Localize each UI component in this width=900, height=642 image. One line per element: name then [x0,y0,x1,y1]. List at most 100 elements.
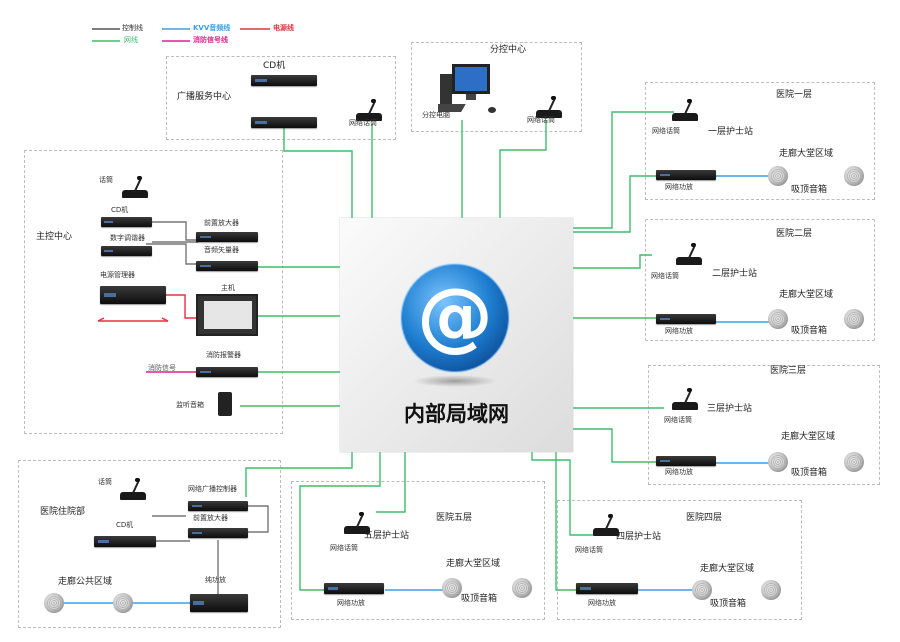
f1-amp-label: 网络功放 [665,183,693,191]
f2-corridor: 走廊大堂区域 [779,290,834,300]
svg-text:@: @ [417,271,493,360]
f2-amp-label: 网络功放 [665,327,693,335]
master-preamp-label: 前置放大器 [204,219,239,227]
broadcast-mic-icon [356,99,382,121]
master-host-device [196,294,258,336]
f5-mic-label: 网络话筒 [330,544,358,552]
f1-speaker-left-icon [768,166,788,186]
f3-amp-label: 网络功放 [665,468,693,476]
f2-speaker-label: 吸顶音箱 [791,326,828,336]
f3-mic-label: 网络话筒 [664,416,692,424]
inpatient-mic-label: 话筒 [98,478,112,486]
f5-zone [291,481,545,620]
master-mixer-label: 音频矢量器 [204,246,239,254]
f4-speaker-label: 吸顶音箱 [710,599,747,609]
f4-amp-label: 网络功放 [588,599,616,607]
f3-mic-icon [672,388,698,410]
inpatient-area-label: 走廊公共区域 [58,577,113,587]
f5-speaker-right-icon [512,578,532,598]
master-monitor-device [218,392,232,416]
f3-speaker-label: 吸顶音箱 [791,468,828,478]
master-power-mgr-device [100,286,166,304]
f3-station: 三层护士站 [707,404,753,414]
master-host-label: 主机 [221,284,235,292]
f2-mic-label: 网络话筒 [651,272,679,280]
master-title: 主控中心 [36,232,73,242]
inpatient-controller-label: 网络广播控制器 [188,485,237,493]
legend-net: 网线 [124,36,138,44]
inpatient-preamp-label: 前置放大器 [193,514,228,522]
f2-title: 医院二层 [776,229,813,239]
f3-title: 医院三层 [770,366,807,376]
f1-zone [645,82,875,200]
inpatient-zone [18,460,281,628]
f5-station: 五层护士站 [364,531,410,541]
master-cd-device [101,217,152,227]
f2-zone [645,219,875,341]
inpatient-cd-device [94,536,156,547]
master-cd-label: CD机 [111,206,129,214]
f1-speaker-label: 吸顶音箱 [791,185,828,195]
f3-amp-device [656,456,716,466]
f4-title: 医院四层 [686,513,723,523]
master-preamp-device [196,232,258,242]
inpatient-cd-label: CD机 [116,521,134,529]
master-mixer-device [196,261,258,271]
f3-zone [648,365,880,485]
f5-mic-icon [344,512,370,534]
inpatient-pure-amp-label: 纯功放 [205,576,226,584]
subctrl-mic-icon [536,96,562,118]
f1-corridor: 走廊大堂区域 [779,149,834,159]
legend-kvv: KVV音频线 [193,24,231,32]
f5-amp-label: 网络功放 [337,599,365,607]
legend-power: 电源线 [273,24,294,32]
broadcast-cd-label: CD机 [263,61,286,71]
f2-amp-device [656,314,716,324]
master-fire-signal-label: 消防信号 [148,364,176,372]
f2-speaker-right-icon [844,309,864,329]
f3-speaker-right-icon [844,452,864,472]
f4-amp-device [576,583,638,594]
broadcast-server-device [251,117,317,128]
inpatient-speaker-left-icon [44,593,64,613]
inpatient-speaker-right-icon [113,593,133,613]
subctrl-title: 分控中心 [490,45,527,55]
subctrl-zone [411,42,582,132]
f4-zone [557,500,802,620]
broadcast-mic-label: 网络话筒 [349,119,377,127]
master-fire-alarm-label: 消防报警器 [206,351,241,359]
broadcast-zone [166,56,396,140]
inpatient-title: 医院住院部 [40,507,86,517]
f4-mic-icon [593,514,619,536]
f4-speaker-left-icon [692,580,712,600]
f4-speaker-right-icon [761,580,781,600]
inpatient-pure-amp-device [190,594,248,612]
at-sign-icon: @ [400,263,510,387]
f5-amp-device [324,583,384,594]
f3-corridor: 走廊大堂区域 [781,432,836,442]
f1-amp-device [656,170,716,180]
f4-station: 四层护士站 [616,532,662,542]
f2-mic-icon [676,243,702,265]
f4-corridor: 走廊大堂区域 [700,564,755,574]
broadcast-cd-device [251,75,317,86]
f1-station: 一层护士站 [708,127,754,137]
inpatient-preamp-device [188,528,248,538]
master-fire-alarm-device [196,367,258,377]
master-tuner-label: 数字调谐器 [110,234,145,242]
f5-corridor: 走廊大堂区域 [446,559,501,569]
legend-ctrl: 控制线 [122,24,143,32]
f2-station: 二层护士站 [712,269,758,279]
subctrl-pc-label: 分控电脑 [422,111,450,119]
lan-hub: @ 内部局域网 [340,218,573,452]
f1-speaker-right-icon [844,166,864,186]
f1-title: 医院一层 [776,90,813,100]
subctrl-mic-label: 网络话筒 [527,116,555,124]
f3-speaker-left-icon [768,452,788,472]
master-power-mgr-label: 电源管理器 [100,271,135,279]
master-zone [24,150,283,434]
f4-mic-label: 网络话筒 [575,546,603,554]
f5-speaker-label: 吸顶音箱 [461,594,498,604]
